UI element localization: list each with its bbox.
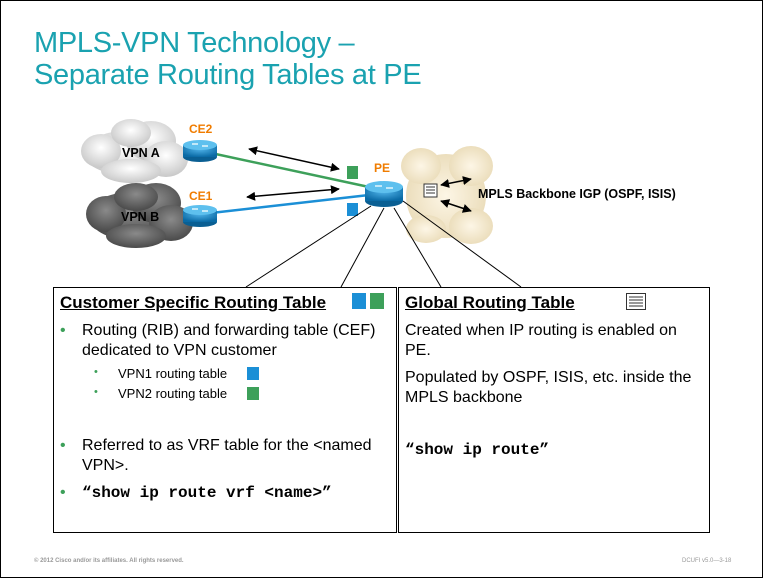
footer-copyright: © 2012 Cisco and/or its affiliates. All … [34, 558, 184, 564]
customer-box-title: Customer Specific Routing Table [60, 293, 327, 312]
global-show-command: “show ip route” [405, 441, 550, 459]
callout-line-1 [245, 205, 372, 288]
callout-line-2 [340, 207, 385, 288]
vpn-a-label: VPN A [122, 146, 160, 160]
ce1-pe-arrow [246, 185, 340, 201]
sub-vpn1: • VPN1 routing table [94, 366, 228, 381]
pe-router-icon [365, 181, 403, 207]
blue-link [210, 193, 370, 215]
ce1-label: CE1 [189, 189, 213, 203]
bullet-vrf-table: • Referred to as VRF table for the <name… [60, 437, 372, 474]
bullet-dot: • [60, 484, 66, 501]
vpn-b-label: VPN B [121, 210, 160, 224]
vpn1-square [247, 367, 259, 380]
sub-bullet-dot: • [94, 366, 98, 378]
customer-routing-table-box: Customer Specific Routing Table • Routin… [53, 287, 397, 533]
global-para-created: Created when IP routing is enabled on PE… [405, 322, 677, 359]
bullet-dot: • [60, 322, 66, 339]
vpn-a-cloud [81, 119, 188, 183]
pe-label: PE [374, 161, 391, 175]
bullet-dot: • [60, 437, 66, 454]
global-para-populated: Populated by OSPF, ISIS, etc. inside the… [405, 369, 692, 406]
footer-course-code: DCUFI v5.0—3-18 [682, 558, 732, 564]
global-table-title-icon [626, 293, 646, 310]
backbone-arrow-bottom [440, 199, 472, 213]
backbone-arrow-top [440, 176, 472, 188]
ce2-router-icon [183, 140, 217, 162]
bullet-routing-rib: • Routing (RIB) and forwarding table (CE… [60, 322, 376, 359]
global-routing-table-box: Global Routing Table Created when IP rou… [398, 287, 710, 533]
vpn2-table-square [347, 166, 358, 179]
vpn1-table-square [347, 203, 358, 216]
bullet-show-vrf: • “show ip route vrf <name>” [60, 484, 332, 502]
vpn2-color-square [370, 293, 384, 309]
title-line-2: Separate Routing Tables at PE [34, 59, 422, 91]
global-box-title: Global Routing Table [405, 293, 575, 312]
page-title: MPLS-VPN Technology – Separate Routing T… [34, 27, 422, 91]
callout-line-4 [402, 200, 522, 288]
ce1-router-icon [183, 205, 217, 227]
sub-bullet-dot: • [94, 386, 98, 398]
callout-line-3 [393, 207, 442, 288]
vpn2-square [247, 387, 259, 400]
vpn-b-cloud [86, 183, 193, 248]
title-line-1: MPLS-VPN Technology – [34, 27, 355, 59]
mpls-backbone-cloud [401, 146, 493, 244]
vpn1-color-square [352, 293, 366, 309]
ce2-pe-arrow [248, 146, 340, 172]
ce2-label: CE2 [189, 122, 213, 136]
global-table-icon [423, 183, 438, 198]
backbone-label: MPLS Backbone IGP (OSPF, ISIS) [478, 187, 676, 201]
sub-vpn2: • VPN2 routing table [94, 386, 228, 401]
